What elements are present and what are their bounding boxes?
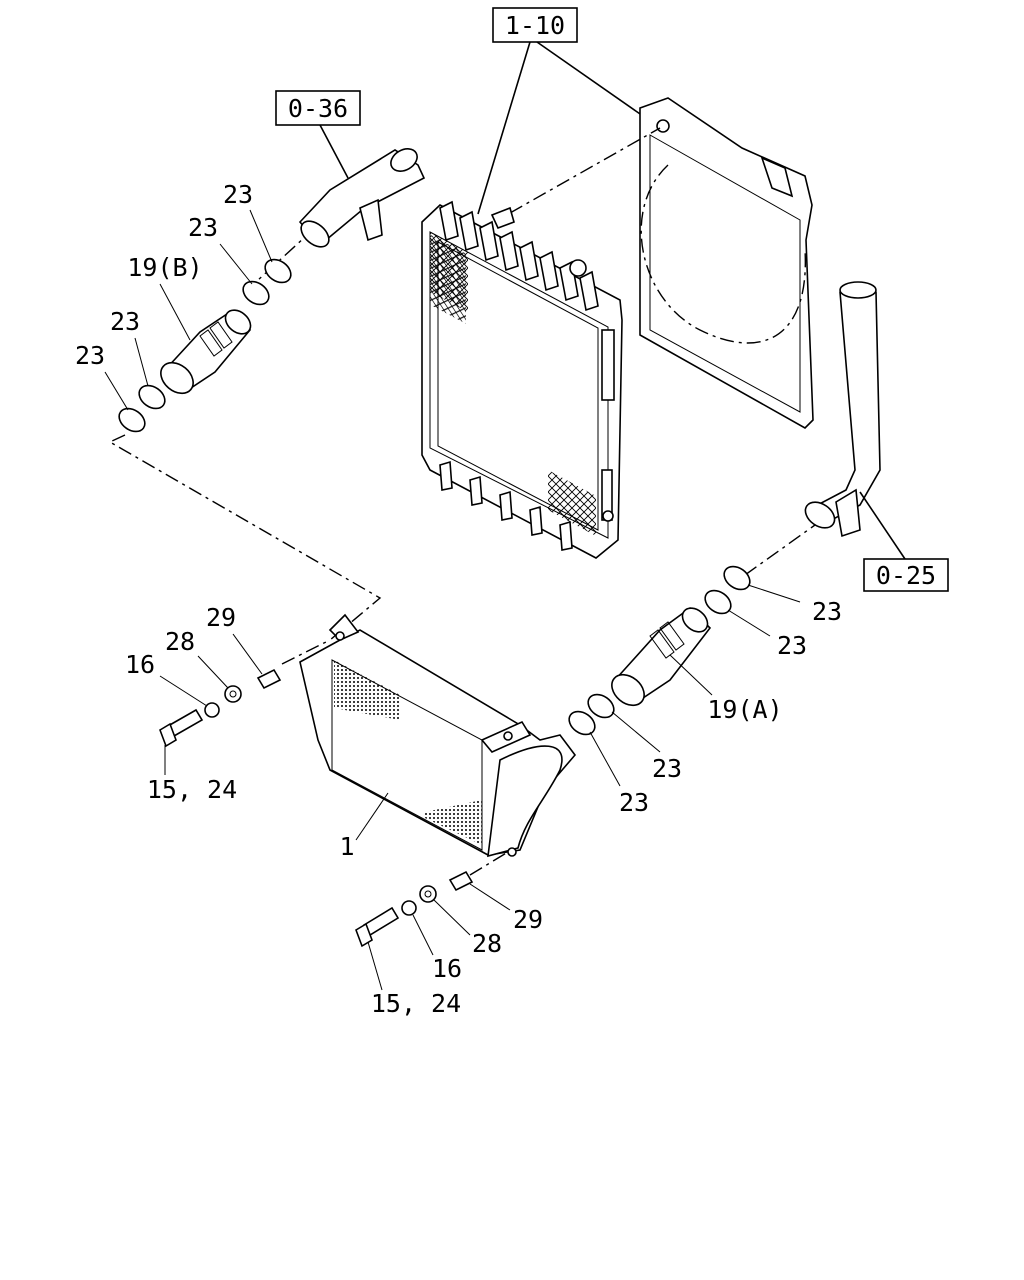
callout-16-left[interactable]: 16 — [125, 650, 155, 679]
centerline-radiator-shroud — [509, 127, 661, 214]
callout-28-left[interactable]: 28 — [165, 627, 195, 656]
right-pipe — [804, 281, 881, 538]
right-mounting-hardware — [355, 851, 509, 948]
callout-1[interactable]: 1 — [339, 832, 354, 861]
callout-23-h[interactable]: 23 — [619, 788, 649, 817]
callout-15-24-left[interactable]: 15, 24 — [147, 775, 237, 804]
ref-box-1-10[interactable]: 1-10 — [492, 7, 578, 43]
callout-16-right[interactable]: 16 — [432, 954, 462, 983]
callout-23-b[interactable]: 23 — [188, 213, 218, 242]
callout-19a[interactable]: 19(A) — [707, 695, 782, 724]
callout-28-right[interactable]: 28 — [472, 929, 502, 958]
callout-29-right[interactable]: 29 — [513, 905, 543, 934]
leader-0-36 — [319, 124, 349, 179]
callout-23-a[interactable]: 23 — [223, 180, 253, 209]
fan-shroud — [639, 97, 814, 429]
ref-box-0-25[interactable]: 0-25 — [863, 558, 949, 592]
callout-19b[interactable]: 19(B) — [127, 253, 202, 282]
callout-23-c[interactable]: 23 — [110, 307, 140, 336]
ref-label-1-10: 1-10 — [505, 11, 565, 40]
callouts: 23 23 19(B) 23 23 29 28 16 15, 24 1 23 2… — [75, 180, 842, 1018]
radiator — [421, 200, 623, 559]
callout-29-left[interactable]: 29 — [206, 603, 236, 632]
ref-label-0-25: 0-25 — [876, 561, 936, 590]
ref-box-0-36[interactable]: 0-36 — [275, 90, 361, 126]
centerline-left-to-intercooler — [108, 434, 382, 641]
callout-23-e[interactable]: 23 — [812, 597, 842, 626]
callout-23-f[interactable]: 23 — [777, 631, 807, 660]
callout-23-d[interactable]: 23 — [75, 341, 105, 370]
upper-left-clamps-and-hose — [118, 236, 306, 433]
intercooler — [299, 613, 577, 858]
callout-23-g[interactable]: 23 — [652, 754, 682, 783]
leader-1-10-radiator — [477, 41, 531, 215]
callout-15-24-right[interactable]: 15, 24 — [371, 989, 461, 1018]
left-mounting-hardware — [159, 639, 331, 748]
upper-left-pipe — [298, 148, 426, 248]
right-clamps-and-hose — [568, 524, 816, 736]
leader-0-25 — [859, 491, 906, 560]
ref-label-0-36: 0-36 — [288, 94, 348, 123]
